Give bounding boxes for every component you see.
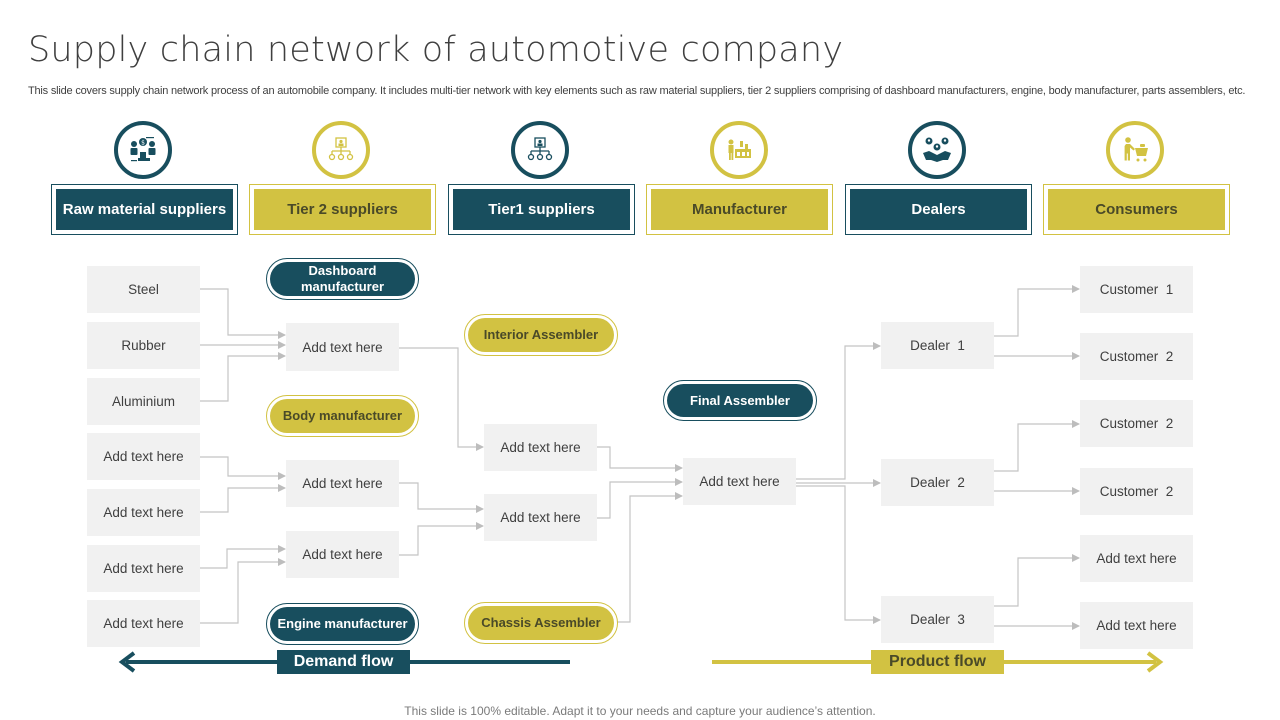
- org-hierarchy-icon: [312, 121, 370, 179]
- handshake-network-icon: [908, 121, 966, 179]
- connector: [200, 545, 286, 569]
- raw-material-box[interactable]: Add text here: [87, 433, 200, 480]
- tier1-box[interactable]: Add text here: [484, 424, 597, 471]
- connector: [617, 492, 683, 623]
- category-raw-material-suppliers: Raw material suppliers: [51, 184, 238, 235]
- final-assembler-box[interactable]: Add text here: [683, 458, 796, 505]
- final-assembler-label: Final Assembler: [663, 380, 817, 421]
- tier2-box[interactable]: Add text here: [286, 460, 399, 507]
- connector: [200, 352, 286, 402]
- category-tier1-suppliers: Tier1 suppliers: [448, 184, 635, 235]
- raw-material-box[interactable]: Add text here: [87, 489, 200, 536]
- connector: [994, 420, 1080, 472]
- dealer-box[interactable]: Dealer 1: [881, 322, 994, 369]
- connector: [200, 456, 286, 480]
- customer-box[interactable]: Customer 2: [1080, 400, 1193, 447]
- footer-note: This slide is 100% editable. Adapt it to…: [404, 704, 876, 718]
- dealer-box[interactable]: Dealer 2: [881, 459, 994, 506]
- raw-material-box[interactable]: Steel: [87, 266, 200, 313]
- raw-material-box[interactable]: Add text here: [87, 545, 200, 592]
- customer-box[interactable]: Customer 2: [1080, 468, 1193, 515]
- org-hierarchy-icon: [511, 121, 569, 179]
- tier2-box[interactable]: Add text here: [286, 531, 399, 578]
- tier2-box[interactable]: Add text here: [286, 323, 399, 371]
- raw-material-box[interactable]: Aluminium: [87, 378, 200, 425]
- engine-manufacturer-label: Engine manufacturer: [266, 603, 419, 645]
- customer-box[interactable]: Add text here: [1080, 602, 1193, 649]
- body-manufacturer-label: Body manufacturer: [266, 395, 419, 437]
- page-title: Supply chain network of automotive compa…: [28, 30, 844, 70]
- connector: [796, 485, 881, 624]
- page-description: This slide covers supply chain network p…: [28, 85, 1246, 97]
- customer-box[interactable]: Add text here: [1080, 535, 1193, 582]
- svg-text:$: $: [141, 140, 145, 147]
- connector: [200, 288, 286, 339]
- connector: [399, 347, 484, 451]
- connector: [597, 478, 683, 519]
- category-dealers: Dealers: [845, 184, 1032, 235]
- customer-box[interactable]: Customer 1: [1080, 266, 1193, 313]
- shopping-cart-icon: [1106, 121, 1164, 179]
- connector: [597, 446, 683, 472]
- demand-flow-label: Demand flow: [277, 650, 410, 674]
- category-consumers: Consumers: [1043, 184, 1230, 235]
- category-tier2-suppliers: Tier 2 suppliers: [249, 184, 436, 235]
- raw-material-box[interactable]: Add text here: [87, 600, 200, 647]
- category-manufacturer: Manufacturer: [646, 184, 833, 235]
- connector: [200, 484, 286, 513]
- product-flow-label: Product flow: [871, 650, 1004, 674]
- factory-worker-icon: [710, 121, 768, 179]
- tier1-box[interactable]: Add text here: [484, 494, 597, 541]
- dealer-box[interactable]: Dealer 3: [881, 596, 994, 643]
- supplier-exchange-icon: $: [114, 121, 172, 179]
- dashboard-manufacturer-label: Dashboard manufacturer: [266, 258, 419, 300]
- raw-material-box[interactable]: Rubber: [87, 322, 200, 369]
- connector: [399, 482, 484, 513]
- connector: [399, 522, 484, 556]
- interior-assembler-label: Interior Assembler: [464, 314, 618, 356]
- connector: [994, 554, 1080, 607]
- customer-box[interactable]: Customer 2: [1080, 333, 1193, 380]
- connector: [994, 285, 1080, 337]
- chassis-assembler-label: Chassis Assembler: [464, 602, 618, 644]
